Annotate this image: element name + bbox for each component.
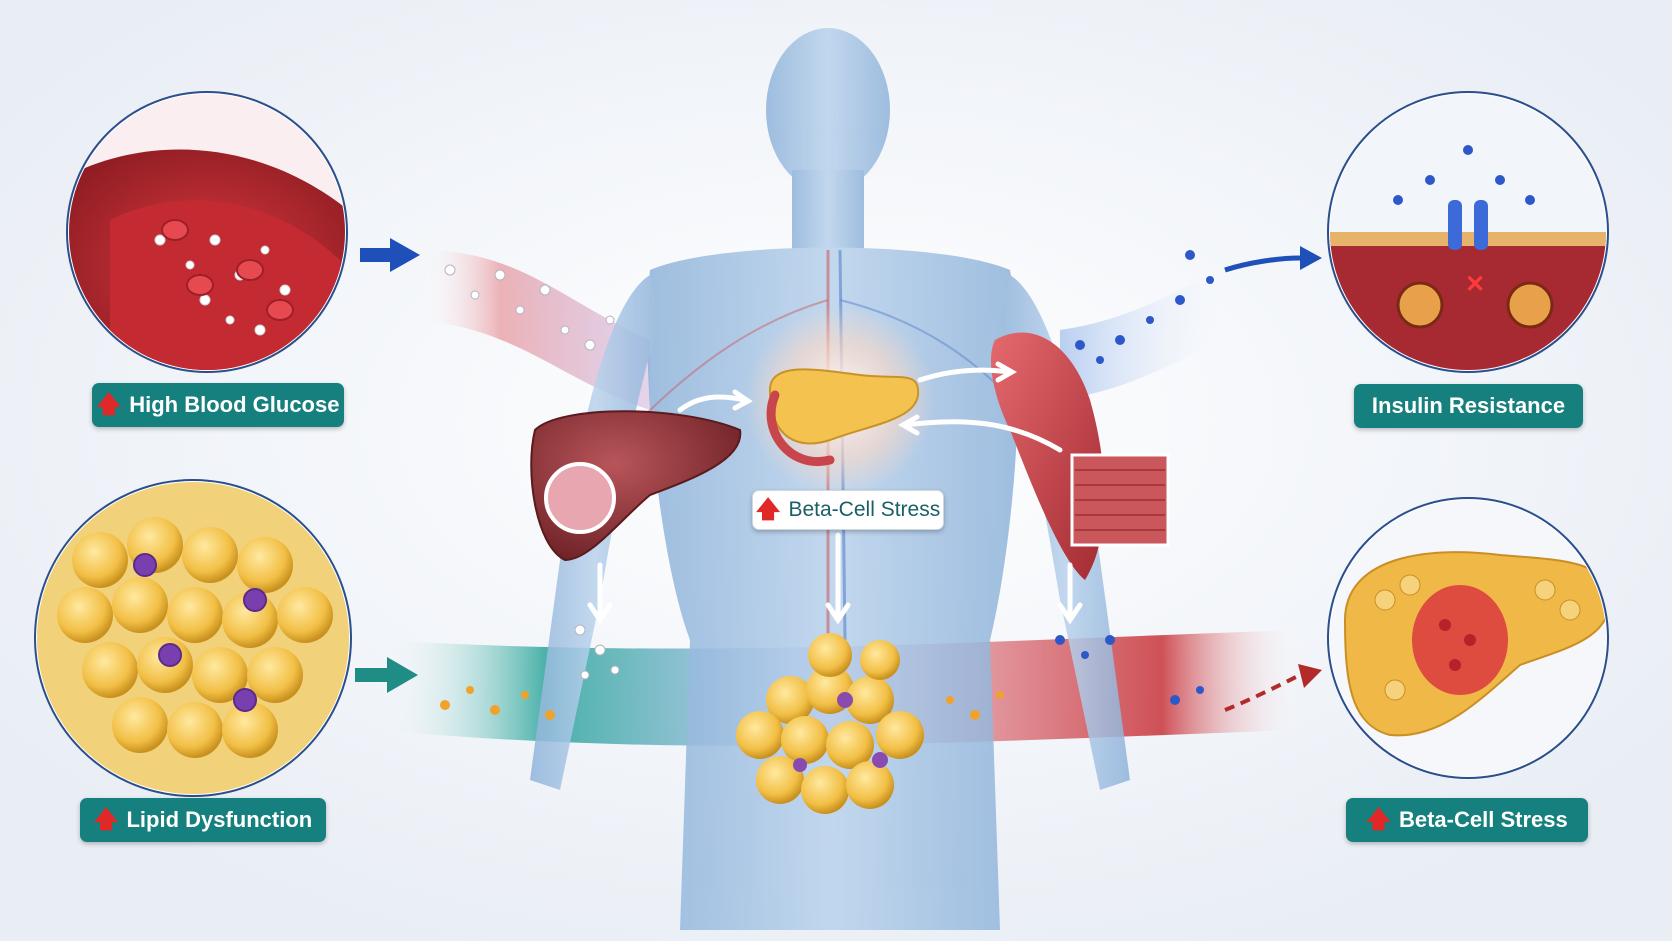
visceral-fat-cluster — [736, 633, 924, 814]
glucose-flow-band — [420, 250, 650, 410]
lipid-dysfunction-label: 🡅 Lipid Dysfunction — [80, 798, 326, 842]
pancreas-organ — [766, 368, 920, 466]
insulin-resistance-label: Insulin Resistance — [1354, 384, 1583, 428]
increase-arrow-icon: 🡅 — [1366, 806, 1391, 833]
glucose-particles — [444, 264, 620, 680]
high-blood-glucose-text: High Blood Glucose — [129, 392, 340, 417]
liver-organ — [530, 410, 742, 562]
flow-arrows — [587, 361, 1083, 625]
insulin-particles — [1055, 250, 1214, 705]
svg-text:✕: ✕ — [1465, 271, 1485, 298]
liver-tissue-inset — [544, 462, 616, 534]
lipid-dysfunction-text: Lipid Dysfunction — [126, 807, 313, 832]
beta-cell-stress-center-text: Beta-Cell Stress — [788, 498, 941, 521]
beta-cell-stress-right-text: Beta-Cell Stress — [1398, 807, 1568, 832]
increase-arrow-icon: 🡅 — [93, 806, 119, 833]
insulin-arrow — [1224, 246, 1322, 273]
beta-cell-arrow — [1224, 664, 1322, 712]
lipid-particles — [440, 686, 1004, 720]
high-blood-glucose-label: 🡅 High Blood Glucose — [92, 383, 344, 427]
blood-vessel-panel — [66, 91, 348, 373]
insulin-flow-band — [1060, 260, 1240, 400]
beta-cell-stress-right-label: 🡅 Beta-Cell Stress — [1346, 798, 1588, 842]
adipose-tissue-panel — [34, 479, 352, 797]
stressed-pancreas-panel — [1327, 497, 1609, 779]
glucose-arrow — [360, 238, 420, 272]
increase-arrow-icon: 🡅 — [96, 391, 122, 418]
lipid-arrow — [355, 657, 418, 693]
increase-arrow-icon: 🡅 — [755, 496, 781, 523]
insulin-resistance-text: Insulin Resistance — [1371, 393, 1566, 418]
beta-cell-stress-center-label: 🡅 Beta-Cell Stress — [752, 490, 944, 530]
arm-muscle — [990, 332, 1170, 580]
